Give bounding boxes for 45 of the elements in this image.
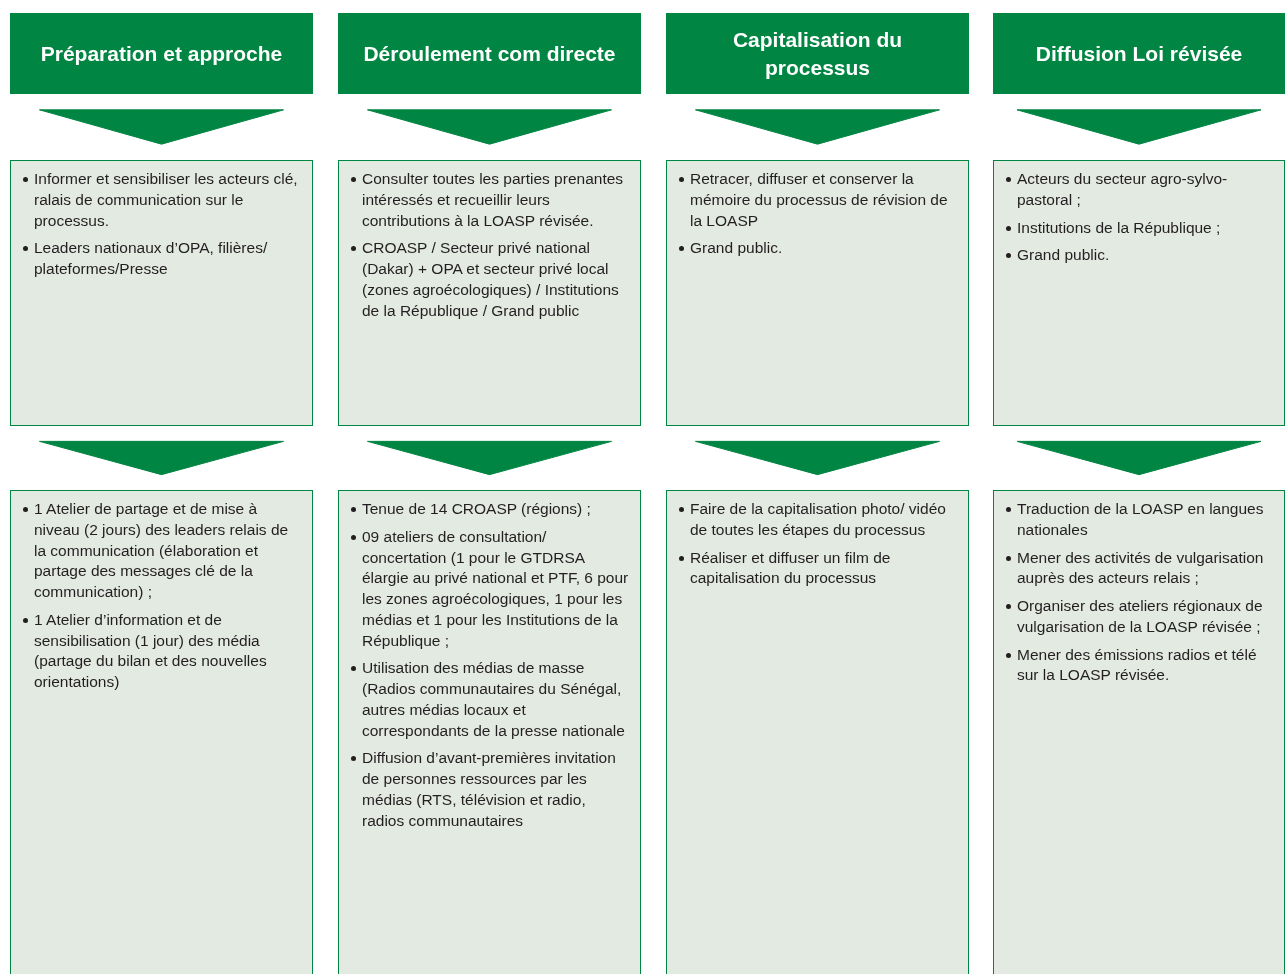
chevron-arrow: [367, 109, 612, 145]
header-text: Diffusion Loi révisée: [1035, 40, 1243, 67]
bullet-text: Grand public.: [690, 238, 783, 259]
chevron-arrow: [1016, 109, 1262, 145]
bullet-text: Institutions de la République ;: [1017, 217, 1221, 238]
chevron-arrow: [695, 440, 940, 476]
phase-header: [338, 13, 641, 94]
bullet-text: Retracer, diffuser et conserver la mémoire du processus de révision de la LOASP: [690, 169, 949, 231]
content-box: [666, 490, 969, 974]
bullet-text: Grand public.: [1017, 245, 1110, 266]
content-box: [993, 160, 1285, 426]
content-box: [10, 490, 313, 974]
header-text: Déroulement com directe: [363, 40, 616, 67]
bullet-text: Organiser des ateliers régionaux de vulgarisation de la LOASP révisée ;: [1017, 596, 1264, 637]
content-box: [338, 490, 641, 974]
bullet-text: Réaliser et diffuser un film de capitalisation du processus: [690, 547, 892, 589]
bullet-text: Diffusion d’avant-premières invitation de personnes ressources par les médias (RTS, télévision et radio, radios communautaires: [362, 748, 617, 831]
bullet-text: 1 Atelier de partage et de mise à niveau (2 jours) des leaders relais de la communication (élaboration et partage des messages clé de la communication) ;: [34, 499, 290, 603]
bullet-text: Mener des émissions radios et télé sur la LOASP révisée.: [1017, 644, 1258, 686]
chevron-arrow: [367, 440, 612, 476]
header-text: Préparation et approche: [40, 40, 283, 67]
phase-header: [10, 13, 313, 94]
bullet-text: 09 ateliers de consultation/ concertation (1 pour le GTDRSA élargie au privé national et PTF, 6 pour les zones agroécologiques, 1 pour les médias et 1 pour les Institutions de la République ;: [362, 526, 630, 651]
content-box: [10, 160, 313, 426]
bullet-text: CROASP / Secteur privé national (Dakar) + OPA et secteur privé local (zones agroécologiques) / Institutions de la République / Grand public: [362, 238, 620, 321]
bullet-text: Informer et sensibiliser les acteurs clé, ralais de communication sur le processus.: [34, 169, 299, 231]
bullet-text: Mener des activités de vulgarisation auprès des acteurs relais ;: [1017, 547, 1265, 589]
bullet-text: Acteurs du secteur agro-sylvo-pastoral ;: [1017, 169, 1229, 210]
phase-header: [993, 13, 1285, 94]
content-box: [666, 160, 969, 426]
content-box: [338, 160, 641, 426]
content-box: [993, 490, 1285, 974]
phase-header: [666, 13, 969, 94]
chevron-arrow: [39, 109, 284, 145]
bullet-text: Tenue de 14 CROASP (régions) ;: [362, 499, 591, 519]
bullet-text: 1 Atelier d’information et de sensibilisation (1 jour) des média (partage du bilan et des nouvelles orientations): [34, 609, 268, 693]
bullet-text: Utilisation des médias de masse (Radios communautaires du Sénégal, autres médias locaux et correspondants de la presse nationale: [362, 658, 626, 741]
bullet-text: Leaders nationaux d’OPA, filières/ plateformes/Presse: [34, 238, 269, 280]
bullet-text: Faire de la capitalisation photo/ vidéo de toutes les étapes du processus: [690, 499, 947, 540]
chevron-arrow: [39, 440, 284, 476]
header-text: Capitalisation du processus: [731, 27, 904, 81]
chevron-arrow: [1016, 440, 1262, 476]
chevron-arrow: [695, 109, 940, 145]
bullet-text: Consulter toutes les parties prenantes intéressés et recueillir leurs contributions à la LOASP révisée.: [362, 169, 625, 231]
bullet-text: Traduction de la LOASP en langues nationales: [1017, 499, 1265, 540]
